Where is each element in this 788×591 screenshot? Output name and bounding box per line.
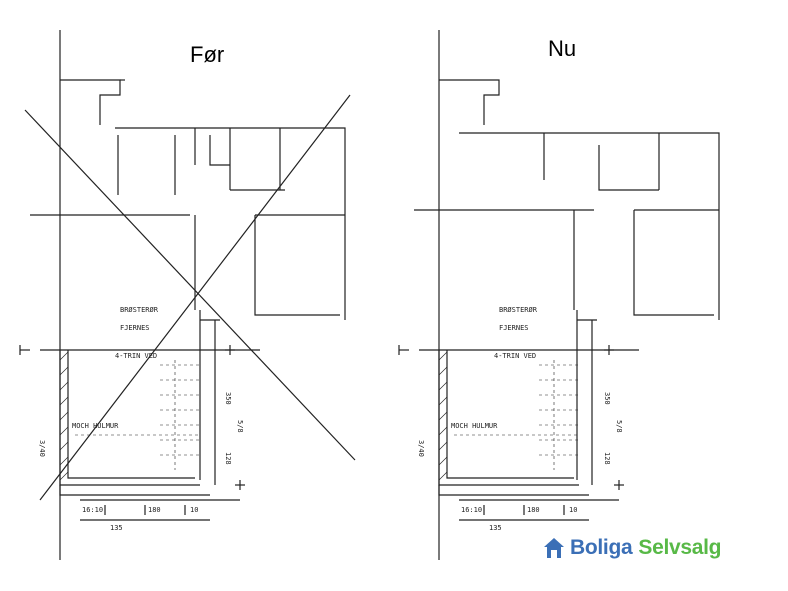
plan-label-dim-v3: 128 bbox=[224, 452, 232, 465]
plan-label-steps: 4-TRIN VED bbox=[115, 352, 157, 360]
plan-label-dim-side-after: 3/40 bbox=[417, 440, 425, 457]
plan-label-dim-right-after: 10 bbox=[569, 506, 577, 514]
plan-label-dim-bottom-after: 135 bbox=[489, 524, 502, 532]
plan-label-dim-v2-after: 350 bbox=[603, 392, 611, 405]
plan-label-room-a-2: FJERNES bbox=[120, 324, 150, 332]
plan-label-dim-left-after: 16:10 bbox=[461, 506, 482, 514]
plan-label-room-a-1: BRØSTERØR bbox=[120, 306, 159, 314]
plan-label-dim-v1: 5/8 bbox=[236, 420, 244, 433]
plan-label-wall: MOCH HULMUR bbox=[72, 422, 119, 430]
plan-label-dim-bottom: 135 bbox=[110, 524, 123, 532]
before-floor-plan: BRØSTERØR FJERNES 4-TRIN VED MOCH HULMUR… bbox=[19, 30, 356, 560]
plan-label-dim-v1-after: 5/8 bbox=[615, 420, 623, 433]
plan-label-dim-v3-after: 128 bbox=[603, 452, 611, 465]
brand-name: Boliga bbox=[570, 536, 633, 559]
plan-label-dim-mid: 180 bbox=[148, 506, 161, 514]
plan-label-dim-left: 16:10 bbox=[82, 506, 103, 514]
before-panel: BRØSTERØR FJERNES 4-TRIN VED MOCH HULMUR… bbox=[19, 30, 356, 560]
brand-suffix: Selvsalg bbox=[638, 536, 722, 559]
plan-label-steps-after: 4-TRIN VED bbox=[494, 352, 536, 360]
plan-label-room-a-2-after: FJERNES bbox=[499, 324, 529, 332]
plan-label-room-a-1-after: BRØSTERØR bbox=[499, 306, 538, 314]
before-heading: Før bbox=[190, 42, 225, 67]
house-icon bbox=[544, 538, 564, 558]
after-floor-plan: BRØSTERØR FJERNES 4-TRIN VED MOCH HULMUR… bbox=[398, 30, 720, 560]
plan-label-dim-side: 3/40 bbox=[38, 440, 46, 457]
plan-label-dim-mid-after: 180 bbox=[527, 506, 540, 514]
brand-logo: Boliga Selvsalg bbox=[542, 534, 722, 562]
after-panel: BRØSTERØR FJERNES 4-TRIN VED MOCH HULMUR… bbox=[394, 0, 788, 591]
plan-label-dim-v2: 350 bbox=[224, 392, 232, 405]
brand-text: Boliga Selvsalg bbox=[570, 536, 722, 560]
plan-label-wall-after: MOCH HULMUR bbox=[451, 422, 498, 430]
after-heading: Nu bbox=[548, 36, 577, 61]
plan-label-dim-right: 10 bbox=[190, 506, 198, 514]
